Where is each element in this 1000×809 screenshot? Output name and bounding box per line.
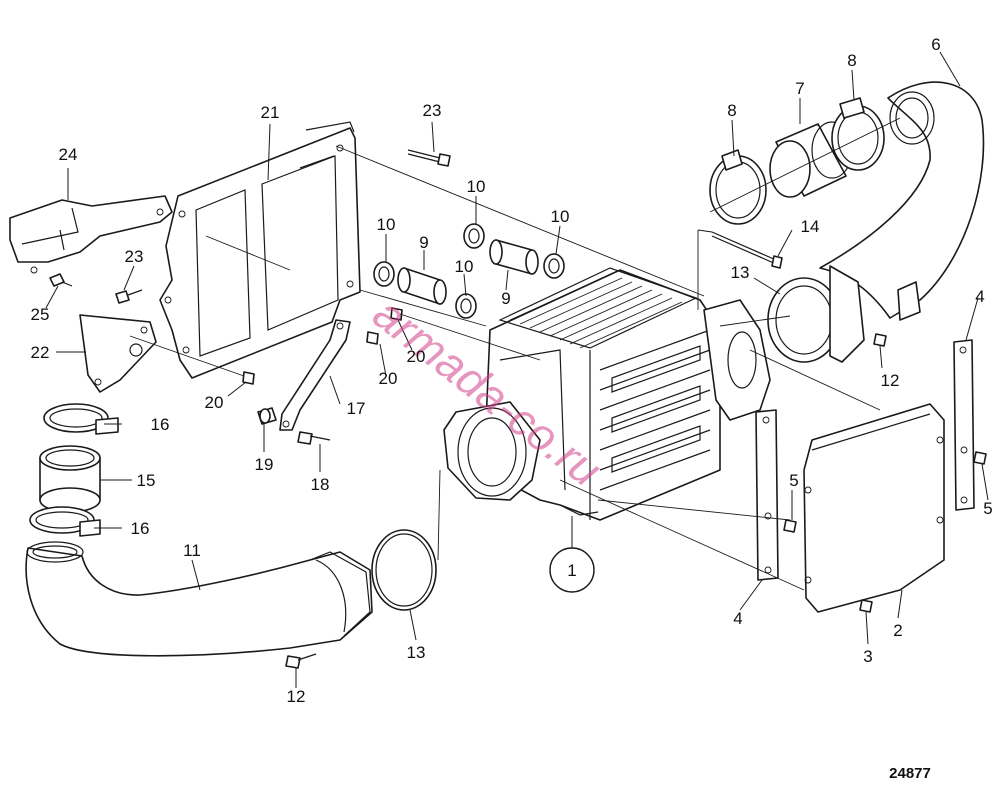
callout-5-left: 5 [789, 471, 798, 490]
part-25-bolt [49, 273, 73, 287]
part-19-spacer [257, 407, 277, 425]
part-22-bracket [79, 314, 157, 393]
leader-lines [45, 51, 989, 688]
part-23-bolt-top [407, 149, 451, 167]
callout-8-right: 8 [847, 51, 856, 70]
callout-11: 11 [183, 541, 201, 560]
part-5-bolt-b [973, 451, 987, 465]
part-21-plate [159, 121, 361, 379]
callout-labels: 1 2 3 4 4 5 5 6 7 8 8 9 9 10 10 10 10 11… [31, 35, 993, 706]
callout-5-right: 5 [983, 499, 992, 518]
callout-6: 6 [931, 35, 940, 54]
callout-10-a: 10 [377, 215, 396, 234]
callout-12-right: 12 [881, 371, 900, 390]
part-9-hose-b [489, 239, 539, 275]
part-23-bolt-left [115, 289, 143, 304]
part-11-pipe [25, 541, 373, 657]
part-12-bolt-right [873, 333, 887, 347]
callout-20-b: 20 [379, 369, 398, 388]
part-5-bolt-a [783, 519, 797, 533]
part-8-clamp-b [831, 97, 885, 171]
callout-9-left: 9 [419, 233, 428, 252]
part-16-clamp-top [43, 403, 119, 435]
callout-16-bottom: 16 [131, 519, 150, 538]
callout-3: 3 [863, 647, 872, 666]
part-20-bolt-c [390, 307, 403, 321]
callout-21: 21 [261, 103, 280, 122]
callout-24: 24 [59, 145, 78, 164]
part-12-flange-right [829, 265, 865, 363]
part-3-bolt [859, 599, 873, 613]
part-17-strut [279, 319, 351, 431]
callout-10-c: 10 [455, 257, 474, 276]
part-10-clamp-c [463, 223, 485, 249]
part-2-cover [803, 403, 945, 613]
callout-7: 7 [795, 79, 804, 98]
callout-25: 25 [31, 305, 50, 324]
callout-23-left: 23 [125, 247, 144, 266]
callout-18: 18 [311, 475, 330, 494]
callout-20-a: 20 [205, 393, 224, 412]
part-15-hose [39, 445, 101, 513]
part-18-bolt [297, 431, 331, 445]
part-24-bracket [9, 195, 173, 274]
part-13-seal-left [371, 529, 437, 611]
part-1-charge-air-cooler [443, 267, 771, 521]
part-20-bolt-b [366, 331, 379, 345]
callout-10-d: 10 [551, 207, 570, 226]
callout-8-left: 8 [727, 101, 736, 120]
callout-2: 2 [893, 621, 902, 640]
part-9-hose-a [397, 267, 447, 305]
part-10-clamp-a [373, 261, 395, 287]
part-8-clamp-a [709, 149, 767, 225]
drawing-reference-number: 24877 [889, 765, 931, 782]
callout-9-right: 9 [501, 289, 510, 308]
callout-19: 19 [255, 455, 274, 474]
callout-23-top: 23 [423, 101, 442, 120]
callout-4-left: 4 [733, 609, 742, 628]
callout-12-left: 12 [287, 687, 306, 706]
callout-16-top: 16 [151, 415, 170, 434]
part-16-clamp-bottom [29, 506, 101, 537]
callout-1: 1 [567, 561, 576, 580]
part-4-bracket-left [755, 409, 779, 581]
part-10-clamp-d [543, 253, 565, 279]
part-6-elbow-pipe [819, 81, 985, 321]
callout-1-circle [549, 547, 595, 593]
part-10-clamp-b [455, 293, 477, 319]
callout-13-right: 13 [731, 263, 750, 282]
part-12-bolt-left [285, 653, 317, 669]
part-14-bolt [711, 231, 783, 269]
callout-4-right: 4 [975, 287, 984, 306]
part-20-bolt-a [242, 371, 255, 385]
callout-10-b: 10 [467, 177, 486, 196]
callout-14: 14 [801, 217, 820, 236]
callout-20-c: 20 [407, 347, 426, 366]
callout-22: 22 [31, 343, 50, 362]
callout-13-left: 13 [407, 643, 426, 662]
callout-15: 15 [137, 471, 156, 490]
part-4-bracket-right [953, 339, 975, 511]
callout-17: 17 [347, 399, 366, 418]
